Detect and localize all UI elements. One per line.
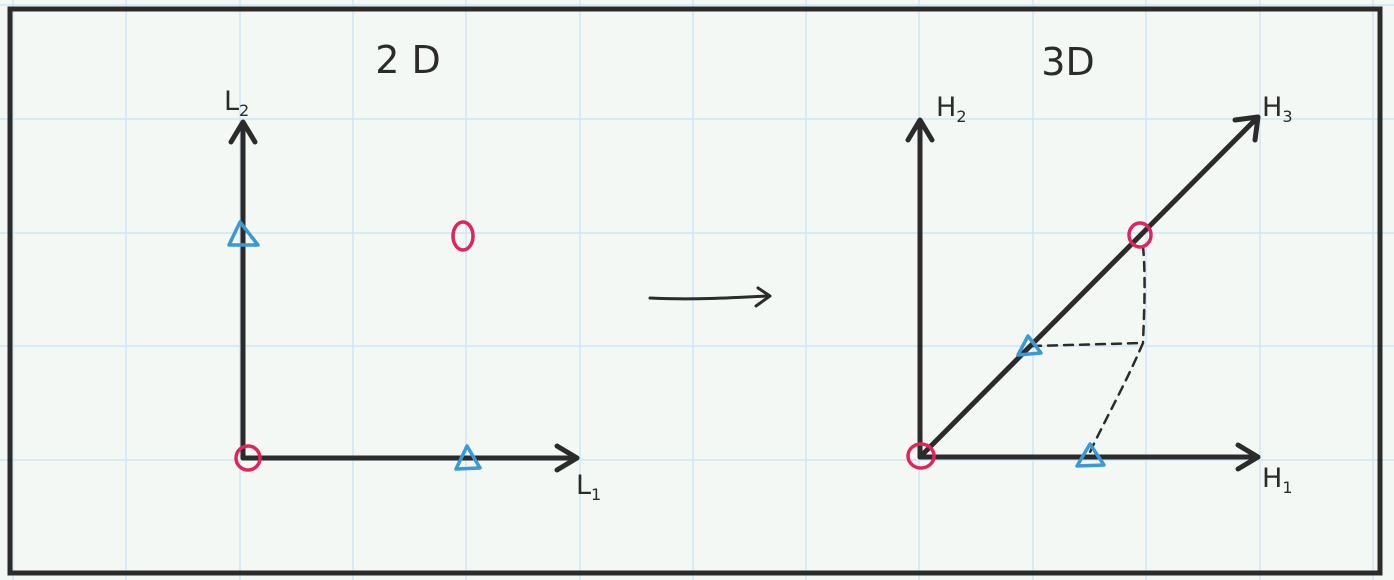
- circle-marker-on-h3: [1127, 221, 1153, 249]
- outer-frame: [7, 6, 1383, 576]
- projection-dash-diagonal: [1088, 341, 1145, 454]
- axis-l2: [228, 119, 258, 461]
- panel-2d: 2 D L2 L1: [224, 38, 601, 504]
- axis-label-l2: L2: [224, 86, 249, 120]
- panel-title-3d: 3D: [1041, 40, 1094, 84]
- circle-marker-top-right-2d: [451, 220, 475, 252]
- triangle-marker-on-l1: [454, 444, 482, 471]
- projection-lines: [1030, 244, 1146, 454]
- axis-h2: [905, 117, 935, 460]
- axis-label-h3: H3: [1262, 92, 1293, 126]
- projection-dash-vertical: [1141, 244, 1146, 344]
- triangle-marker-on-h1: [1075, 442, 1106, 468]
- axis-label-h1: H1: [1262, 463, 1293, 497]
- panel-3d: 3D H2 H1 H3: [905, 40, 1293, 497]
- circle-marker-origin-3d: [906, 442, 936, 470]
- axis-h1: [917, 442, 1261, 472]
- axis-label-h2: H2: [936, 92, 967, 126]
- panel-title-2d: 2 D: [375, 38, 441, 82]
- projection-dash-horizontal: [1030, 341, 1145, 348]
- axis-label-l1: L1: [576, 470, 601, 504]
- triangle-marker-on-l2: [227, 220, 260, 247]
- circle-marker-origin-2d: [234, 444, 262, 472]
- transform-arrow: [648, 286, 772, 308]
- triangle-marker-on-h3: [1016, 334, 1043, 357]
- axis-l1: [240, 443, 580, 473]
- axis-h3: [917, 114, 1261, 460]
